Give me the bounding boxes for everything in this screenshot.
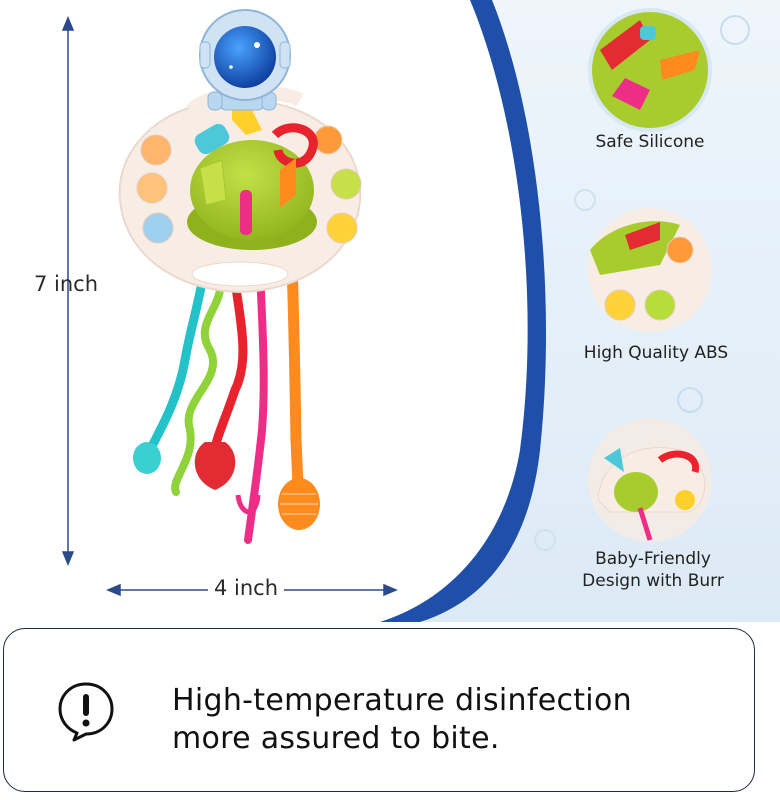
notice-line-2: more assured to bite. bbox=[172, 721, 500, 756]
green-wavy-string bbox=[171, 266, 225, 496]
orange-pull-bit bbox=[280, 158, 296, 208]
feature-image-safe-silicone bbox=[588, 8, 712, 132]
red-string bbox=[209, 275, 248, 460]
astronaut-topper bbox=[199, 9, 291, 111]
feature-label-high-quality-abs: High Quality ABS bbox=[556, 342, 756, 364]
pop-button bbox=[136, 172, 168, 204]
teal-string bbox=[145, 260, 210, 455]
feature-image-baby-friendly bbox=[588, 418, 712, 542]
feature-image-high-quality-abs bbox=[588, 208, 712, 332]
toy-illustration bbox=[118, 9, 362, 544]
height-dimension-label: 7 inch bbox=[34, 272, 99, 296]
pop-button bbox=[140, 134, 172, 166]
astronaut-decoration-icon bbox=[574, 189, 596, 211]
pop-button bbox=[330, 168, 362, 200]
red-pull-bit bbox=[271, 123, 318, 168]
pop-button bbox=[142, 212, 174, 244]
lime-pull-bit bbox=[199, 159, 227, 206]
pink-pull-bit bbox=[240, 190, 252, 235]
orange-string bbox=[286, 259, 304, 491]
teal-spoon-end bbox=[133, 442, 161, 474]
feature-label-line: Design with Burr bbox=[582, 571, 724, 591]
pop-button bbox=[313, 125, 343, 155]
astronaut-decoration-icon bbox=[534, 529, 556, 551]
notice-text: High-temperature disinfection more assur… bbox=[172, 682, 732, 758]
exclamation-speech-icon bbox=[58, 682, 114, 742]
notice-line-1: High-temperature disinfection bbox=[172, 683, 632, 718]
planet-decoration-icon bbox=[720, 15, 750, 45]
frame-handle-hole bbox=[191, 261, 289, 287]
height-dimension-line bbox=[61, 16, 75, 566]
feature-label-safe-silicone: Safe Silicone bbox=[550, 131, 750, 153]
feature-label-text: Safe Silicone bbox=[595, 132, 705, 152]
pink-fork-end bbox=[235, 494, 261, 515]
feature-label-line: Baby-Friendly bbox=[595, 549, 711, 569]
notice-box bbox=[3, 628, 755, 792]
pop-button bbox=[326, 212, 358, 244]
planet-decoration-icon bbox=[677, 387, 703, 413]
red-flower-end bbox=[194, 442, 236, 490]
width-dimension-label: 4 inch bbox=[208, 576, 285, 600]
feature-panel bbox=[380, 0, 780, 622]
feature-label-baby-friendly: Baby-Friendly Design with Burr bbox=[553, 548, 753, 592]
feature-label-text: High Quality ABS bbox=[583, 343, 729, 363]
teal-pull-bit bbox=[194, 123, 230, 155]
